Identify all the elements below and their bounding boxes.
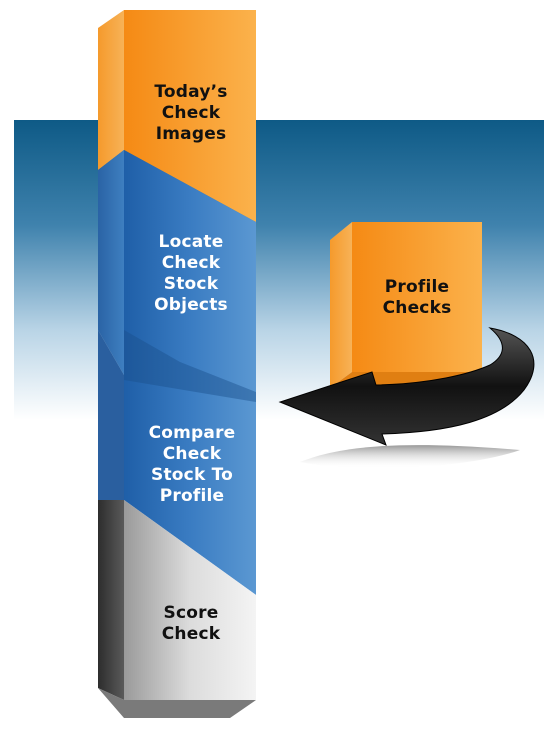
column-segment-locate-and-compare (98, 150, 256, 595)
label-compare-check-stock-to-profile: Compare Check Stock To Profile (148, 423, 236, 506)
arrow-reflection (300, 445, 520, 469)
column-segment-score-check (98, 500, 256, 718)
label-score-check: Score Check (161, 603, 221, 644)
curved-arrow (278, 327, 535, 446)
label-locate-check-stock-objects: Locate Check Stock Objects (154, 232, 228, 315)
label-profile-checks: Profile Checks (382, 277, 452, 318)
label-todays-check-images: Today’s Check Images (154, 82, 228, 144)
box-profile-checks (330, 222, 482, 388)
column-segment-todays-check-images (98, 10, 256, 222)
